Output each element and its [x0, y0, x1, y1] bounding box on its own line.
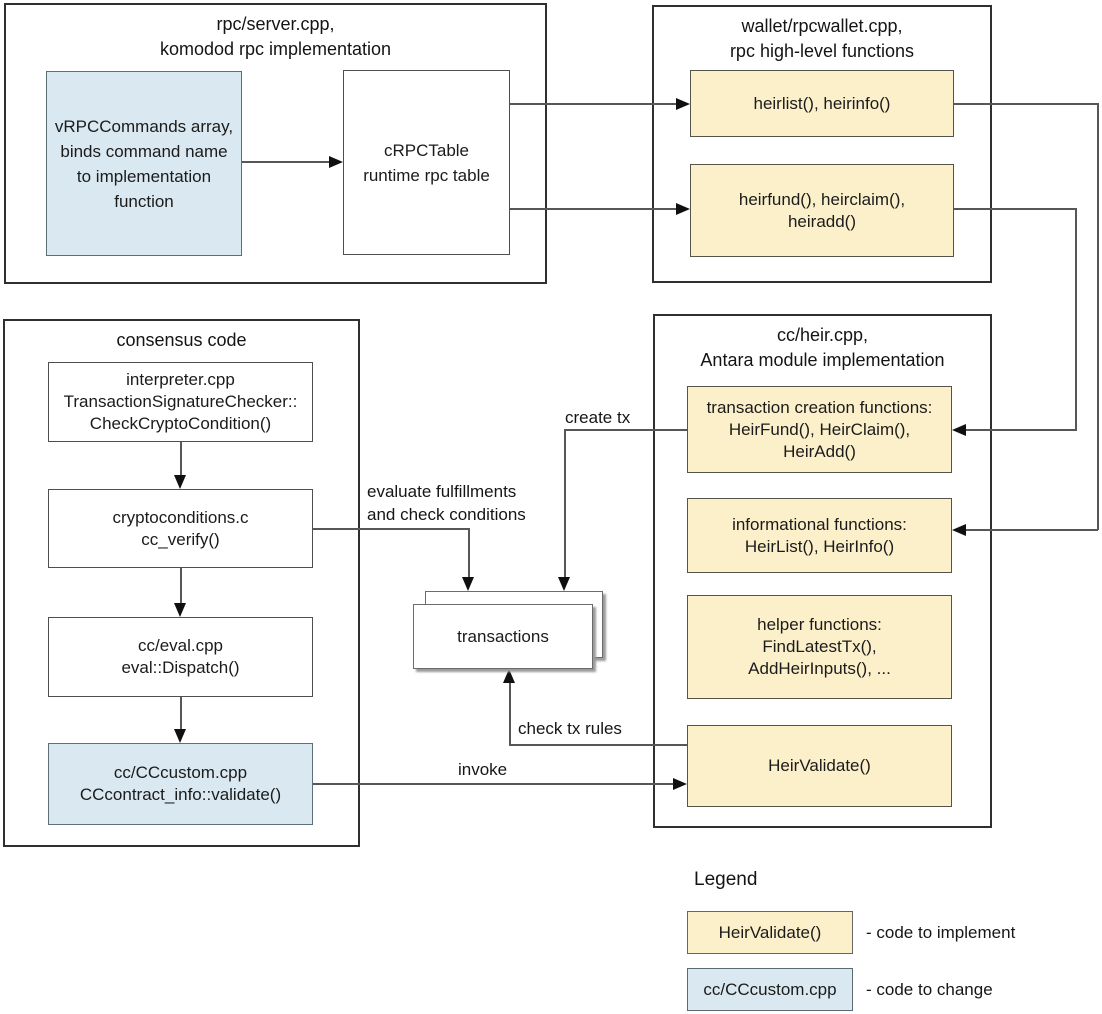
group-title: rpc/server.cpp, komodod rpc implementati… — [159, 14, 392, 59]
node-heirfund-heirclaim-heiradd: heirfund(), heirclaim(), heiradd() — [690, 164, 954, 257]
group-title: cc/heir.cpp, Antara module implementatio… — [700, 325, 945, 370]
node-cryptoconditions: cryptoconditions.c cc_verify() — [48, 489, 313, 568]
arrowhead-icon — [952, 424, 966, 436]
edge-heirfund-out — [954, 208, 1077, 210]
edge-heirlist-down — [1097, 103, 1099, 530]
legend-swatch-change: cc/CCcustom.cpp — [687, 968, 853, 1011]
edge-evaluate-v — [468, 528, 470, 578]
edge-createtx-v — [564, 429, 566, 578]
node-crpctable: cRPCTable runtime rpc table — [343, 70, 510, 255]
node-informational-functions: informational functions: HeirList(), Hei… — [687, 498, 952, 573]
arrowhead-icon — [503, 669, 515, 683]
edge-checktxrules-h — [509, 744, 687, 746]
edge-cceval-to-cccustom — [180, 697, 182, 730]
edge-label-check-tx-rules: check tx rules — [518, 719, 622, 738]
group-rpc-server: rpc/server.cpp, komodod rpc implementati… — [4, 3, 547, 284]
node-transactions: transactions — [413, 604, 593, 669]
node-cc-eval: cc/eval.cpp eval::Dispatch() — [48, 617, 313, 697]
edge-evaluate-h — [313, 528, 470, 530]
edge-cryptoconditions-to-cceval — [180, 568, 182, 604]
node-vrpccommands-array: vRPCCommands array, binds command name t… — [46, 71, 242, 256]
edge-createtx-h — [565, 429, 687, 431]
legend-title: Legend — [694, 869, 758, 890]
group-consensus-code: consensus code — [3, 319, 360, 847]
group-cc-heir: cc/heir.cpp, Antara module implementatio… — [653, 314, 992, 828]
edge-vrpc-to-crpctable — [242, 161, 330, 163]
arrowhead-icon — [174, 475, 186, 489]
node-heirlist-heirinfo: heirlist(), heirinfo() — [690, 70, 954, 137]
edge-crpctable-to-heirfund — [510, 208, 677, 210]
edge-heirfund-in — [965, 429, 1077, 431]
arrowhead-icon — [676, 98, 690, 110]
node-transaction-creation-functions: transaction creation functions: HeirFund… — [687, 386, 952, 473]
edge-heirlist-out — [954, 103, 1099, 105]
edge-label-invoke: invoke — [458, 760, 508, 779]
group-title: wallet/rpcwallet.cpp, rpc high-level fun… — [729, 16, 915, 61]
arrowhead-icon — [673, 778, 687, 790]
edge-crpctable-to-heirlist — [510, 103, 677, 105]
legend-swatch-implement: HeirValidate() — [687, 911, 853, 954]
arrowhead-icon — [462, 577, 474, 591]
legend-desc-change: - code to change — [866, 979, 993, 999]
legend-desc-implement: - code to implement — [866, 922, 1016, 942]
edge-interpreter-to-cryptoconditions — [180, 442, 182, 476]
node-cc-cccustom: cc/CCcustom.cpp CCcontract_info::validat… — [48, 743, 313, 825]
edge-label-evaluate: evaluate fulfillments and check conditio… — [367, 482, 526, 524]
arrowhead-icon — [952, 524, 966, 536]
arrowhead-icon — [329, 156, 343, 168]
edge-heirfund-down — [1075, 208, 1077, 430]
node-interpreter: interpreter.cpp TransactionSignatureChec… — [48, 362, 313, 442]
node-helper-functions: helper functions: FindLatestTx(), AddHei… — [687, 595, 952, 699]
group-wallet-rpcwallet: wallet/rpcwallet.cpp, rpc high-level fun… — [652, 5, 992, 283]
edge-heirlist-in — [965, 529, 1098, 531]
node-heirvalidate: HeirValidate() — [687, 725, 952, 807]
arrowhead-icon — [558, 577, 570, 591]
edge-checktxrules-v — [509, 682, 511, 745]
arrowhead-icon — [676, 203, 690, 215]
arrowhead-icon — [174, 729, 186, 743]
group-title: consensus code — [116, 330, 247, 350]
edge-label-create-tx: create tx — [565, 408, 631, 427]
edge-invoke — [313, 783, 674, 785]
arrowhead-icon — [174, 603, 186, 617]
